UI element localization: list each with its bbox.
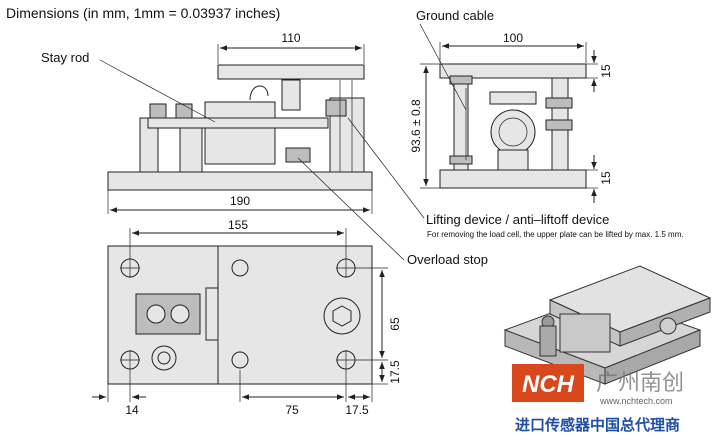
lifting-device-note: For removing the load cell, the upper pl… xyxy=(427,230,684,239)
stay-rod-leader xyxy=(99,59,216,123)
nch-logo: NCH xyxy=(522,371,575,398)
end-left-nut xyxy=(449,155,473,165)
plan-hole xyxy=(231,351,249,369)
end-top-plate xyxy=(439,63,587,79)
ground-cable-label: Ground cable xyxy=(416,8,494,23)
dim-93-6: 93.6 ± 0.8 xyxy=(409,99,423,153)
dim-155: 155 xyxy=(228,218,248,232)
side-lifting-nut xyxy=(325,99,347,117)
dim-17-5-bottom: 17.5 xyxy=(345,403,369,417)
side-top-plate xyxy=(217,64,365,80)
side-stay-rod-bolt xyxy=(175,103,193,119)
title: Dimensions (in mm, 1mm = 0.03937 inches) xyxy=(6,5,280,21)
side-load-cell xyxy=(204,101,276,165)
side-overload-stop-bolt xyxy=(285,147,311,163)
side-view: 110 190 xyxy=(107,31,373,214)
side-stay-rod-bolt xyxy=(149,103,167,119)
side-base-plate xyxy=(107,171,373,191)
dim-190: 190 xyxy=(230,194,250,208)
overload-stop-leader xyxy=(297,157,405,261)
dim-15-bottom: 15 xyxy=(599,171,613,185)
ground-cable-leader xyxy=(419,23,467,111)
end-left-nut xyxy=(449,75,473,85)
dim-15-top: 15 xyxy=(599,64,613,78)
plan-hole xyxy=(231,259,249,277)
end-load-cell-ring xyxy=(490,109,536,155)
lifting-device-label: Lifting device / anti–liftoff device xyxy=(426,212,609,227)
plan-view: 155 65 17.5 14 75 17.5 xyxy=(92,218,402,417)
nch-logo-box xyxy=(512,364,584,402)
lifting-device-leader xyxy=(347,117,425,219)
end-right-nut xyxy=(545,97,573,109)
stay-rod-label: Stay rod xyxy=(41,50,89,65)
dim-14: 14 xyxy=(125,403,139,417)
plan-stay-rod-bracket xyxy=(135,293,201,335)
watermark-url: www.nchtech.com xyxy=(599,396,673,406)
overload-stop-label: Overload stop xyxy=(407,252,488,267)
dim-17-5-right: 17.5 xyxy=(388,360,402,384)
end-right-nut xyxy=(545,119,573,131)
side-upper-block xyxy=(281,79,301,111)
watermark-chinese-brand: 广州南创 xyxy=(596,371,684,396)
side-ground-cable xyxy=(249,85,269,101)
watermark-tagline: 进口传感器中国总代理商 xyxy=(515,416,680,434)
end-load-cell-foot xyxy=(497,149,529,171)
dim-100: 100 xyxy=(503,31,523,45)
dim-110: 110 xyxy=(281,31,300,45)
dim-65: 65 xyxy=(388,317,402,331)
end-load-button xyxy=(489,91,537,105)
side-left-block-2 xyxy=(179,123,203,173)
end-base-plate xyxy=(439,169,587,189)
end-view: 100 15 15 93.6 ± 0.8 xyxy=(409,31,613,203)
watermark: NCH 广州南创 www.nchtech.com 进口传感器中国总代理商 xyxy=(512,364,684,434)
side-stay-rod xyxy=(147,117,329,129)
dim-75: 75 xyxy=(285,403,299,417)
